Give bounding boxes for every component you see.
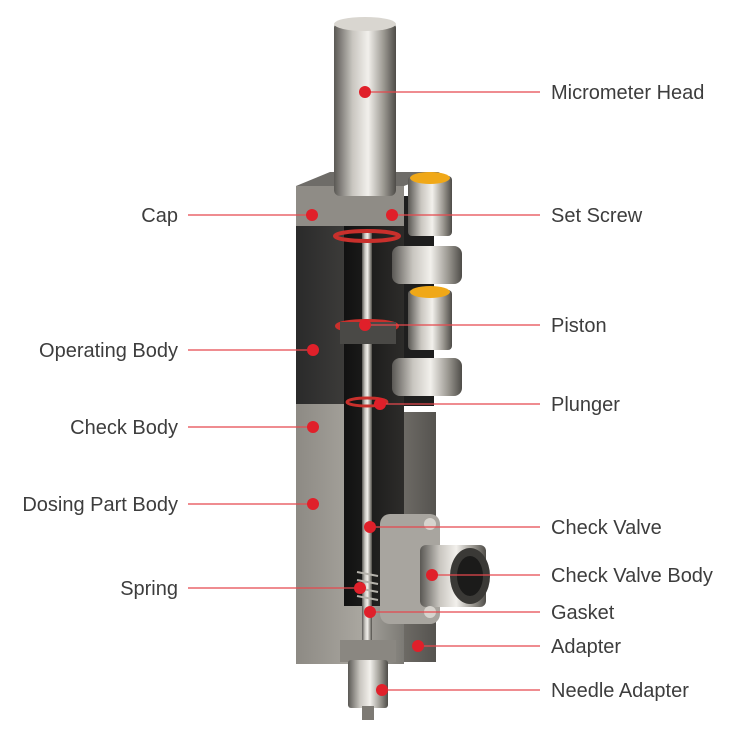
needle-tip [362,706,374,720]
micrometer-head-top [334,17,396,31]
label-cap: Cap [141,205,178,227]
dot-check-valve [364,521,376,533]
o-ring-upper [333,229,401,243]
dot-set-screw [386,209,398,221]
right-labels: Micrometer Head Set Screw Piston Plunger… [551,82,713,702]
leader-lines [188,91,540,691]
label-operating-body: Operating Body [39,340,178,362]
label-check-valve-body: Check Valve Body [551,565,713,587]
dot-check-body [307,421,319,433]
label-set-screw: Set Screw [551,205,643,227]
spring-coils [356,571,379,601]
dot-cap [306,209,318,221]
piston-shape [340,322,396,344]
dot-gasket [364,606,376,618]
marker-dots [306,86,438,696]
air-fitting-lower [392,286,462,396]
dot-piston [359,319,371,331]
dot-operating-body [307,344,319,356]
dot-plunger [374,398,386,410]
label-gasket: Gasket [551,602,615,624]
dot-spring [354,582,366,594]
label-check-valve: Check Valve [551,517,662,539]
plunger-rod [362,230,372,650]
dot-check-valve-body [426,569,438,581]
label-plunger: Plunger [551,394,620,416]
dot-dosing-part-body [307,498,319,510]
adapter-shape [340,640,396,662]
o-ring-lower [345,396,389,408]
check-valve-body-shape [380,514,490,624]
label-micrometer-head: Micrometer Head [551,82,704,104]
label-dosing-part-body: Dosing Part Body [22,494,178,516]
label-adapter: Adapter [551,636,621,658]
dot-adapter [412,640,424,652]
label-needle-adapter: Needle Adapter [551,680,689,702]
dot-needle-adapter [376,684,388,696]
dot-micrometer-head [359,86,371,98]
micrometer-head-shape [334,22,396,196]
label-piston: Piston [551,315,607,337]
device-illustration [296,17,490,720]
label-check-body: Check Body [70,417,178,439]
air-fitting-upper [392,172,462,284]
needle-adapter-shape [348,660,388,708]
label-spring: Spring [120,578,178,600]
left-labels: Cap Operating Body Check Body Dosing Par… [22,205,178,600]
